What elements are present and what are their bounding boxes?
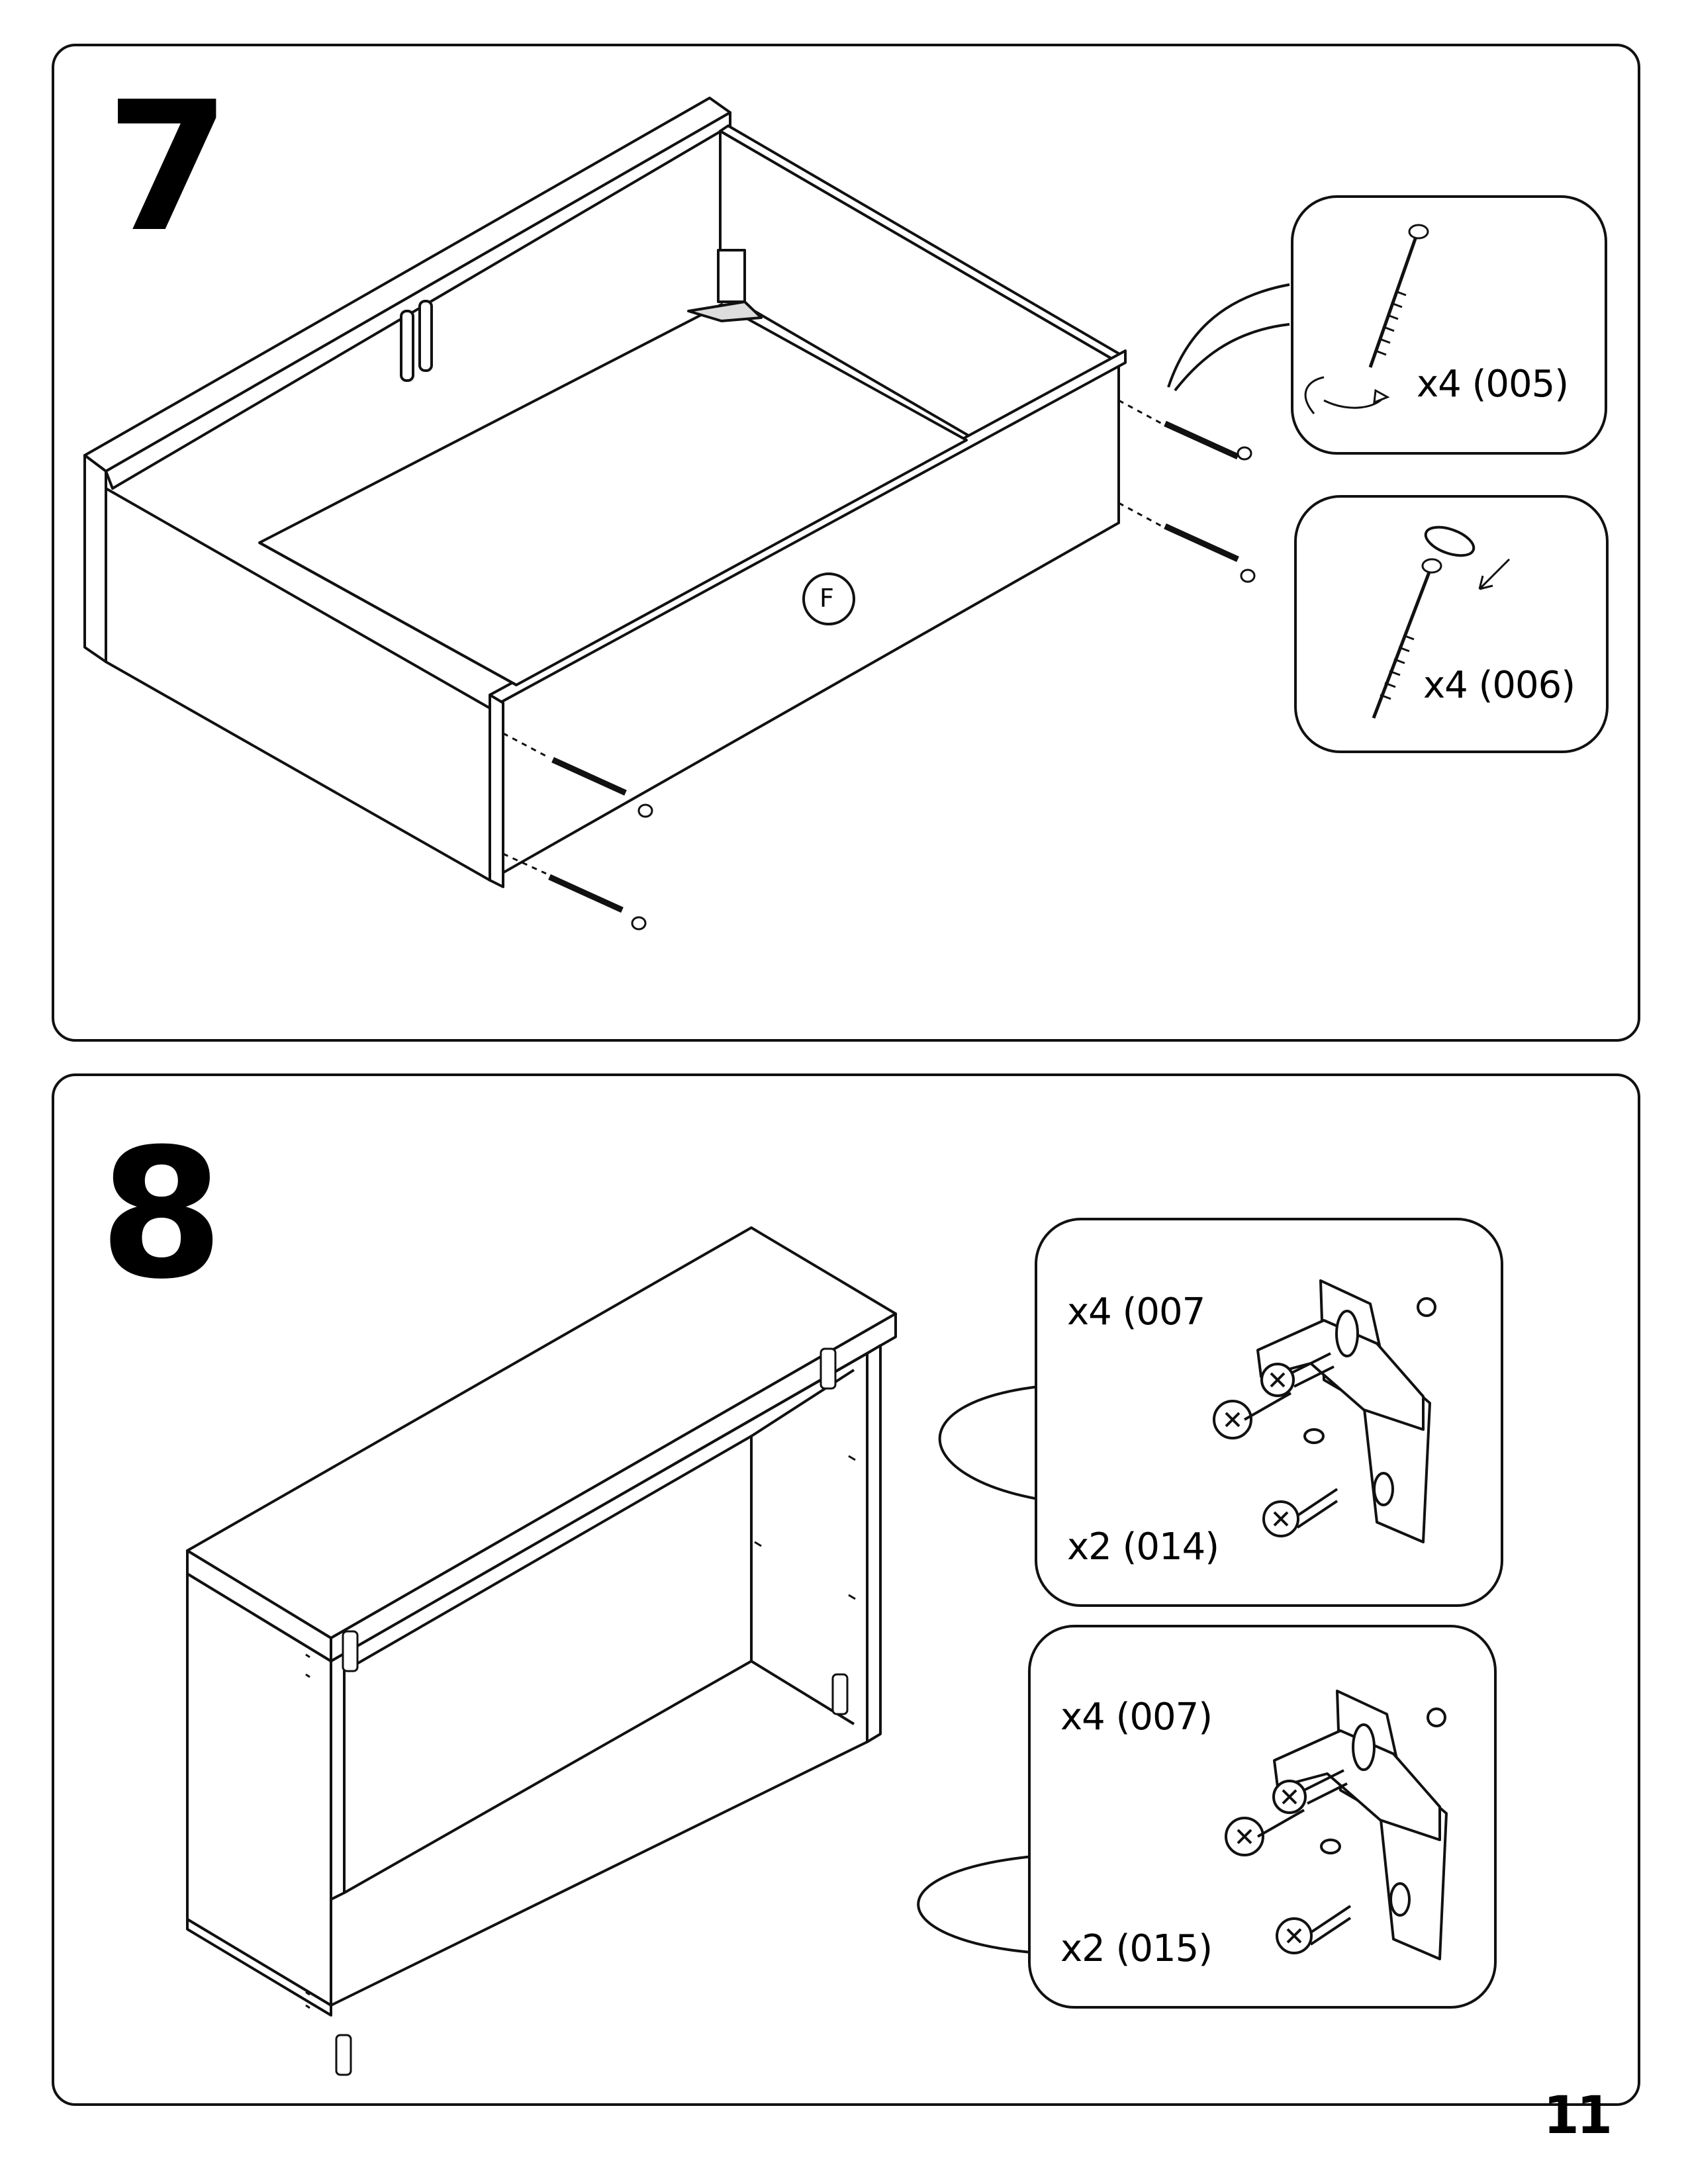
step-8-qty-top-1: x4 (007 xyxy=(1067,1291,1205,1334)
part-f-badge xyxy=(802,572,855,625)
part-f-label: F xyxy=(820,584,834,613)
step-7-number: 7 xyxy=(106,63,230,271)
page-number: 11 xyxy=(1543,2086,1613,2146)
step-8-qty-bottom-1: x2 (014) xyxy=(1067,1525,1219,1569)
step-8-qty-bottom-2: x2 (015) xyxy=(1060,1927,1213,1970)
step-7-callout-screw-005 xyxy=(1291,195,1607,455)
step-8-qty-top-2: x4 (007) xyxy=(1060,1696,1213,1739)
step-7-qty-005: x4 (005) xyxy=(1417,363,1569,406)
step-8-number: 8 xyxy=(99,1110,224,1318)
step-7-qty-006: x4 (006) xyxy=(1423,664,1575,707)
